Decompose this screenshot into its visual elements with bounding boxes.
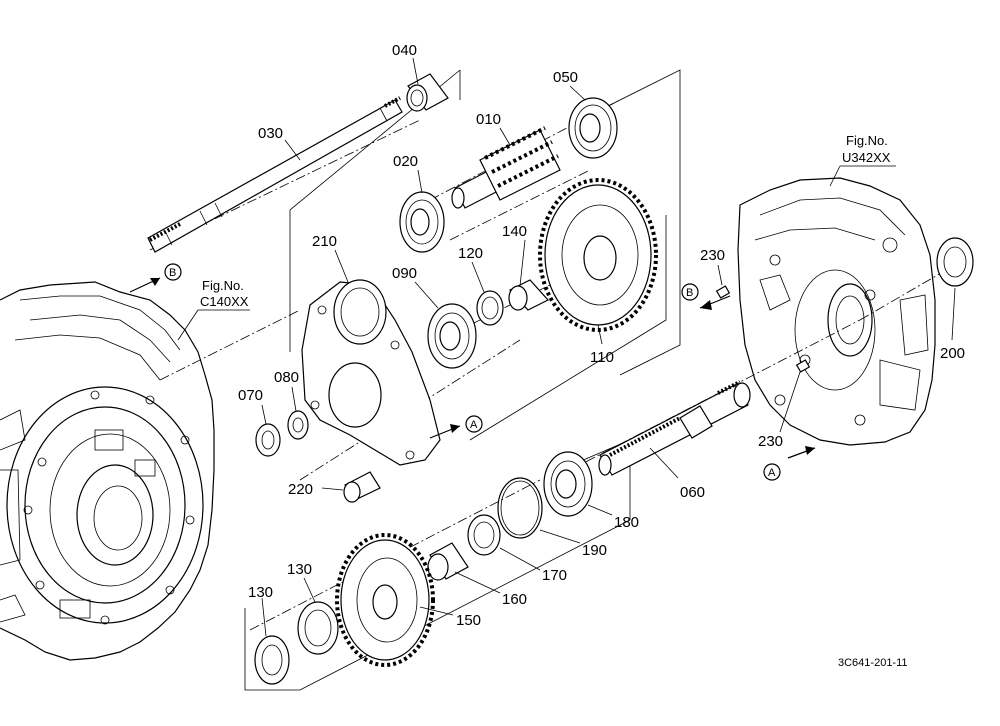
shaft-030 [147,96,403,253]
pin-230-lower [795,359,811,373]
bolt-220 [343,471,381,503]
part-label-170: 170 [542,567,567,584]
marker-B-left: B [164,263,182,281]
washer-100 [476,290,504,326]
drawing-number: 3C641-201-11 [838,657,908,669]
fig-ref-right-title: Fig.No. [846,133,888,148]
marker-B-left-label: B [169,267,176,279]
part-label-080: 080 [274,369,299,386]
bearing-050 [568,97,618,159]
sleeve-120 [508,279,549,311]
right-housing [737,177,936,446]
gear-150 [335,533,435,667]
fig-ref-left-title: Fig.No. [202,278,244,293]
part-label-220: 220 [288,481,313,498]
figure-ref-left: Fig.No. C140XX [177,278,250,341]
marker-A-right-label: A [768,467,776,479]
part-label-070: 070 [238,387,263,404]
part-label-090: 090 [392,265,417,282]
part-label-060: 060 [680,484,705,501]
part-label-230-lower: 230 [758,433,783,450]
seal-200 [936,237,974,287]
fig-ref-right-code: U342XX [842,150,891,165]
pinion-010 [451,126,561,209]
marker-B-right: B [681,283,699,301]
part-label-110: 110 [590,349,614,366]
bearing-130 [254,635,290,685]
marker-A-right: A [763,463,781,481]
arrows [129,277,816,459]
part-label-140: 130 [287,561,312,578]
snap-ring-190 [497,477,543,539]
left-housing [0,281,215,661]
part-label-210: 210 [312,233,337,250]
part-label-050: 050 [553,69,578,86]
part-label-030: 030 [258,125,283,142]
bearing-090 [427,303,477,369]
fig-ref-left-code: C140XX [200,294,249,309]
part-label-010: 010 [476,111,501,128]
bearing-140 [297,601,339,655]
part-label-160: 160 [502,591,527,608]
figure-ref-right: Fig.No. U342XX [829,133,896,187]
part-label-200: 200 [940,345,965,362]
pin-230-upper [715,285,731,299]
washer-170 [467,514,501,556]
bearing-020 [399,191,445,253]
part-label-180: 180 [614,514,639,531]
washer-080 [287,410,309,440]
bushing-040 [406,73,449,112]
marker-A-center-label: A [470,419,478,431]
part-label-190: 190 [582,542,607,559]
part-label-120: 140 [502,223,527,240]
shaft-060 [598,380,751,476]
plate-210 [301,279,441,466]
assembly-brackets [244,69,681,691]
seal-070 [255,423,281,457]
part-label-230-upper: 230 [700,247,725,264]
marker-A-center: A [465,415,483,433]
sleeve-160 [427,542,469,581]
gear-110 [538,178,658,332]
marker-B-right-label: B [686,287,693,299]
part-label-150: 150 [456,612,481,629]
part-label-040: 040 [392,42,417,59]
part-label-130: 130 [248,584,273,601]
part-label-020: 020 [393,153,418,170]
leader-lines [261,57,956,637]
part-labels: 040 030 050 010 020 210 120 140 090 110 … [238,42,965,629]
part-label-100: 120 [458,245,483,262]
bearing-180 [543,451,593,517]
